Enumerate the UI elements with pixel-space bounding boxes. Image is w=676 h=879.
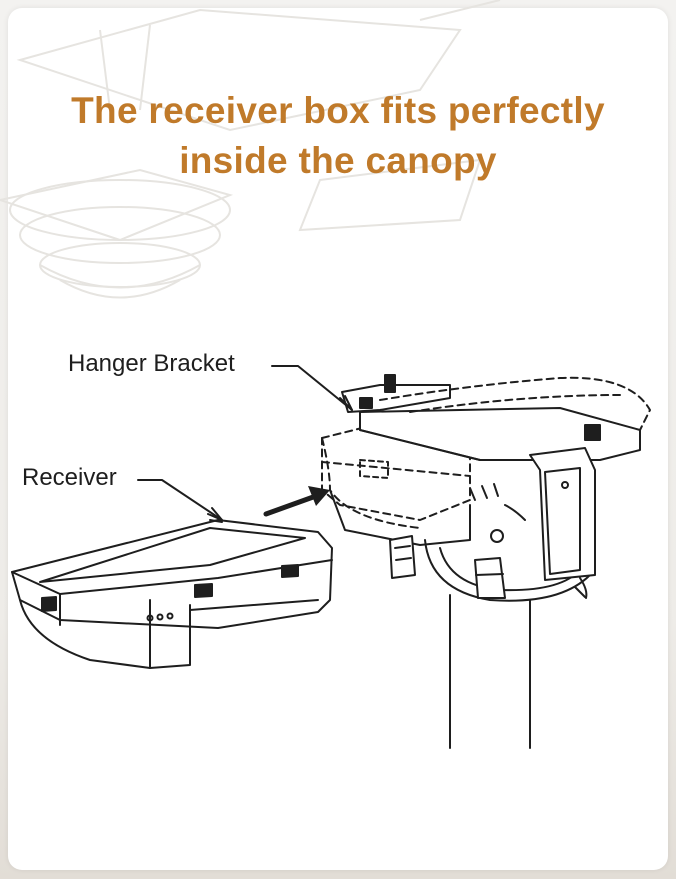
headline-line-2: inside the canopy bbox=[179, 140, 497, 181]
hanger-bracket-leader bbox=[271, 365, 353, 411]
receiver-leader bbox=[137, 479, 223, 521]
headline: The receiver box fits perfectly inside t… bbox=[0, 86, 676, 186]
receiver-label: Receiver bbox=[22, 464, 117, 491]
receiver-box bbox=[11, 519, 333, 669]
hanger-bracket-label: Hanger Bracket bbox=[68, 350, 235, 377]
insertion-arrow bbox=[263, 486, 330, 517]
hanger-bracket bbox=[341, 374, 651, 599]
headline-line-1: The receiver box fits perfectly bbox=[71, 90, 605, 131]
down-rod bbox=[449, 594, 531, 749]
